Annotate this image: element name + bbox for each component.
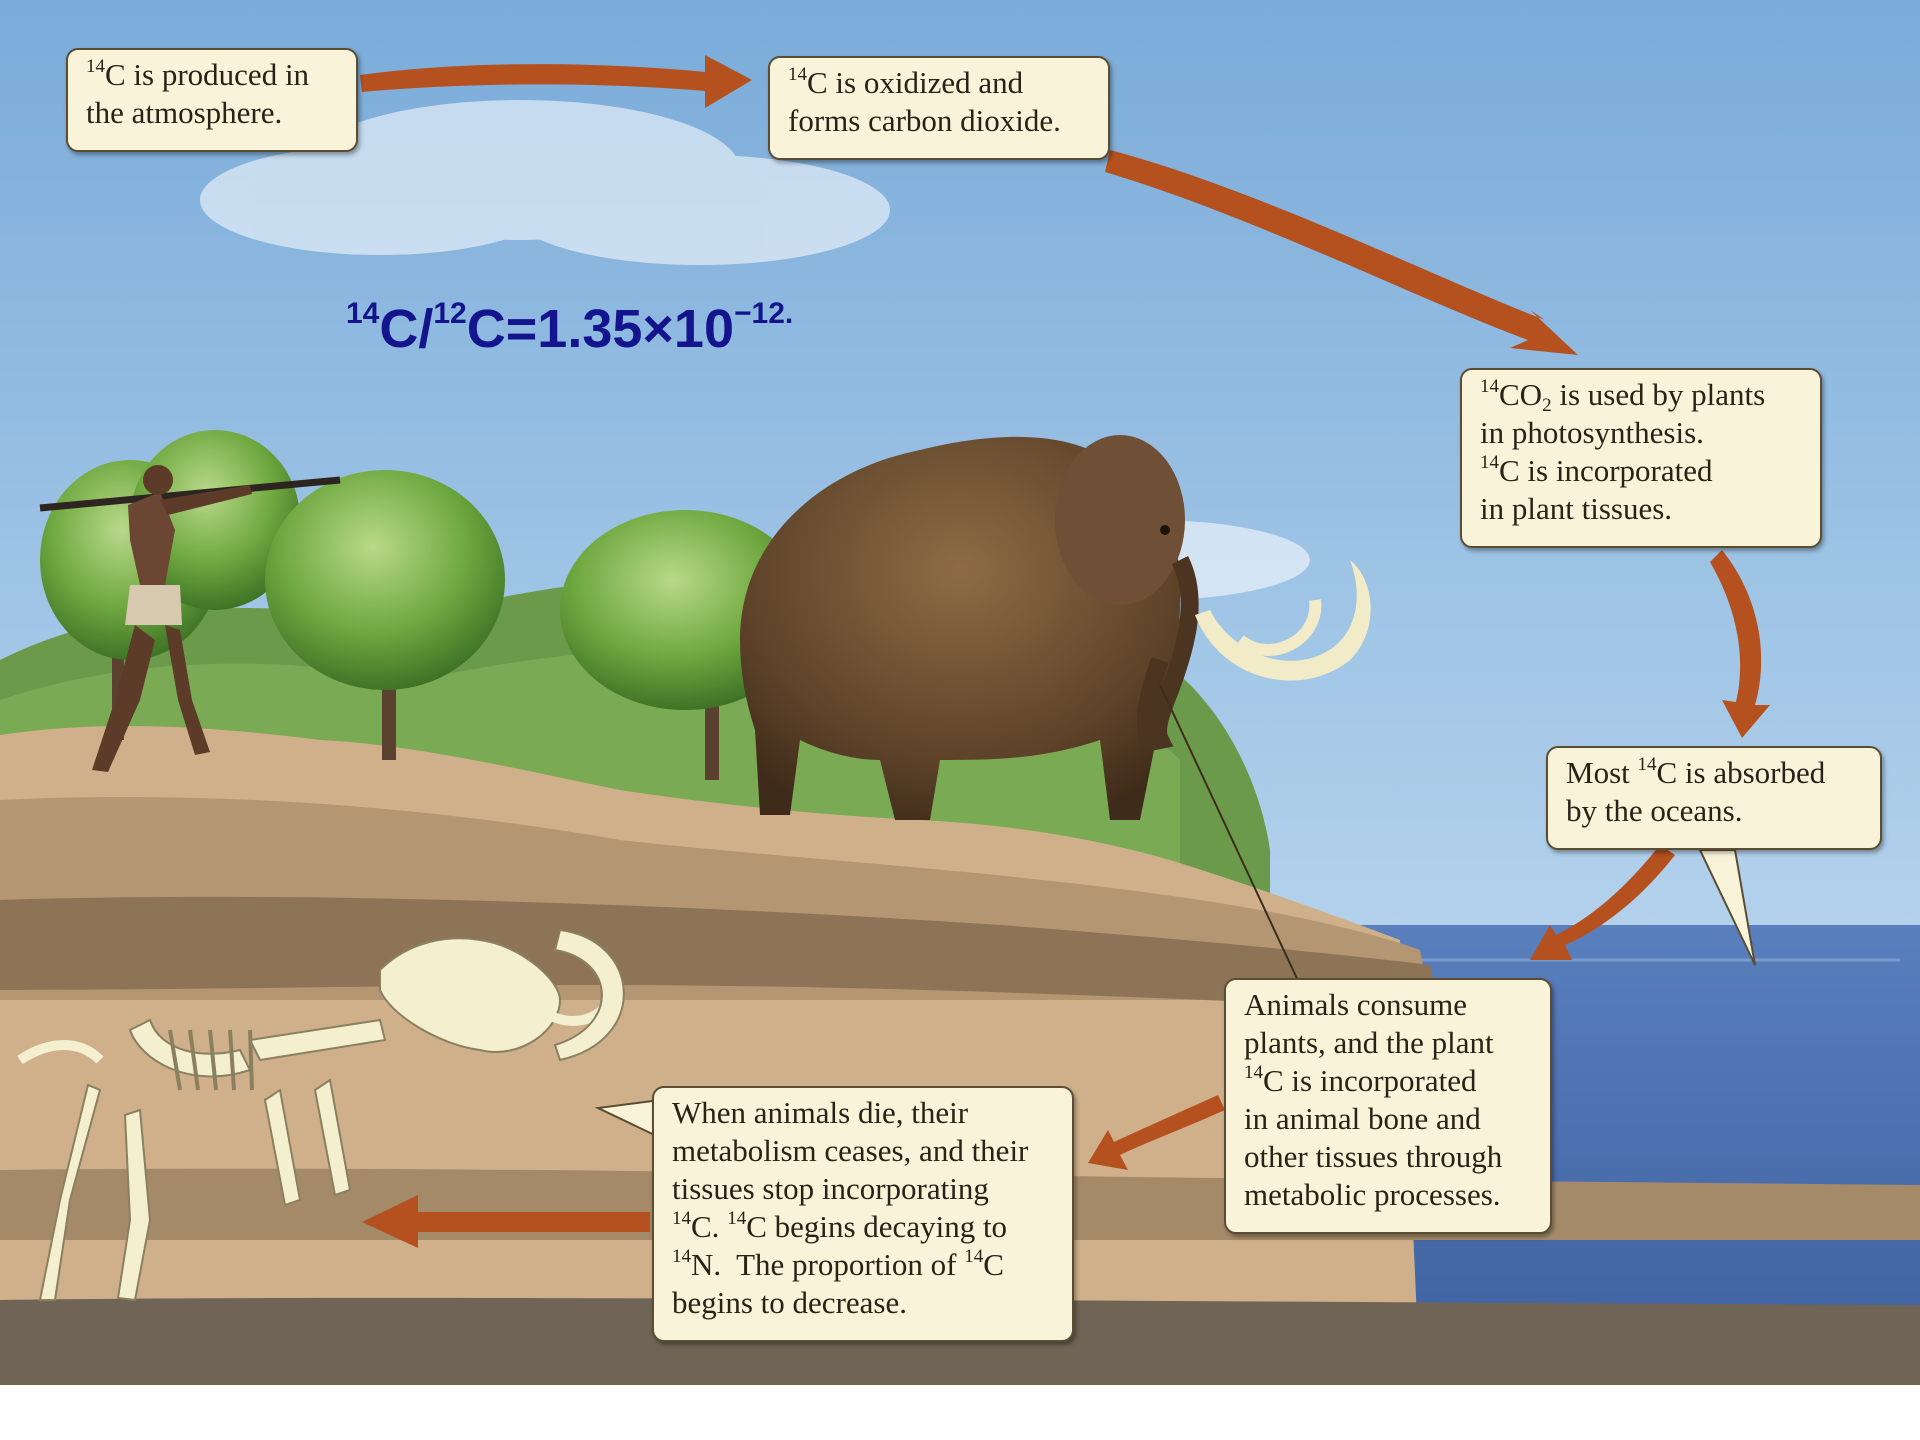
- mass-number: 14: [672, 1208, 691, 1229]
- mass-number: 14: [672, 1246, 691, 1267]
- box-text: is used by plants: [1552, 377, 1766, 412]
- box-text: C: [983, 1247, 1004, 1282]
- box-text: C is incorporated: [1263, 1063, 1477, 1098]
- box-text: the atmosphere.: [86, 94, 340, 132]
- box-photosynthesis: 14CO2 is used by plants in photosynthesi…: [1460, 368, 1822, 548]
- box-text: forms carbon dioxide.: [788, 102, 1092, 140]
- mass-number: 14: [788, 64, 807, 85]
- box-text: C begins decaying to: [746, 1209, 1007, 1244]
- box-text: C is produced in: [105, 57, 309, 92]
- box-text: in animal bone and: [1244, 1100, 1534, 1138]
- box-text: in plant tissues.: [1480, 490, 1804, 528]
- ratio-value: C=1.35×10: [467, 299, 734, 359]
- box-text: C is incorporated: [1499, 453, 1713, 488]
- box-text: Animals consume: [1244, 986, 1534, 1024]
- box-text: metabolic processes.: [1244, 1176, 1534, 1214]
- box-c14-oxidized: 14C is oxidized and forms carbon dioxide…: [768, 56, 1110, 160]
- box-c14-produced: 14C is produced in the atmosphere.: [66, 48, 358, 152]
- box-text: CO: [1499, 377, 1542, 412]
- box-text: C is oxidized and: [807, 65, 1023, 100]
- box-text: plants, and the plant: [1244, 1024, 1534, 1062]
- box-text: metabolism ceases, and their: [672, 1132, 1056, 1170]
- ratio-exponent: −12.: [734, 297, 793, 330]
- box-death-decay: When animals die, their metabolism cease…: [652, 1086, 1074, 1342]
- mass-number: 14: [727, 1208, 746, 1229]
- box-animals: Animals consume plants, and the plant 14…: [1224, 978, 1552, 1234]
- box-text: N. The proportion of: [691, 1247, 964, 1282]
- box-oceans: Most 14C is absorbed by the oceans.: [1546, 746, 1882, 850]
- ratio-c14-symbol: C/: [379, 299, 433, 359]
- box-text: When animals die, their: [672, 1094, 1056, 1132]
- box-text: other tissues through: [1244, 1138, 1534, 1176]
- mass-number: 14: [86, 56, 105, 77]
- box-text: begins to decrease.: [672, 1284, 1056, 1322]
- isotope-ratio-label: 14C/12C=1.35×10−12.: [346, 298, 793, 360]
- mass-number: 14: [1638, 754, 1657, 775]
- ratio-c12-mass: 12: [433, 297, 466, 330]
- box-text: C.: [691, 1209, 727, 1244]
- mass-number: 14: [1244, 1062, 1263, 1083]
- box-text: Most: [1566, 755, 1638, 790]
- box-text: C is absorbed: [1657, 755, 1826, 790]
- mass-number: 14: [964, 1246, 983, 1267]
- subscript: 2: [1542, 395, 1552, 416]
- box-text: by the oceans.: [1566, 792, 1864, 830]
- mass-number: 14: [1480, 376, 1499, 397]
- bottom-margin: [0, 1385, 1920, 1440]
- box-text: tissues stop incorporating: [672, 1170, 1056, 1208]
- box-text: in photosynthesis.: [1480, 414, 1804, 452]
- mass-number: 14: [1480, 452, 1499, 473]
- ratio-c14-mass: 14: [346, 297, 379, 330]
